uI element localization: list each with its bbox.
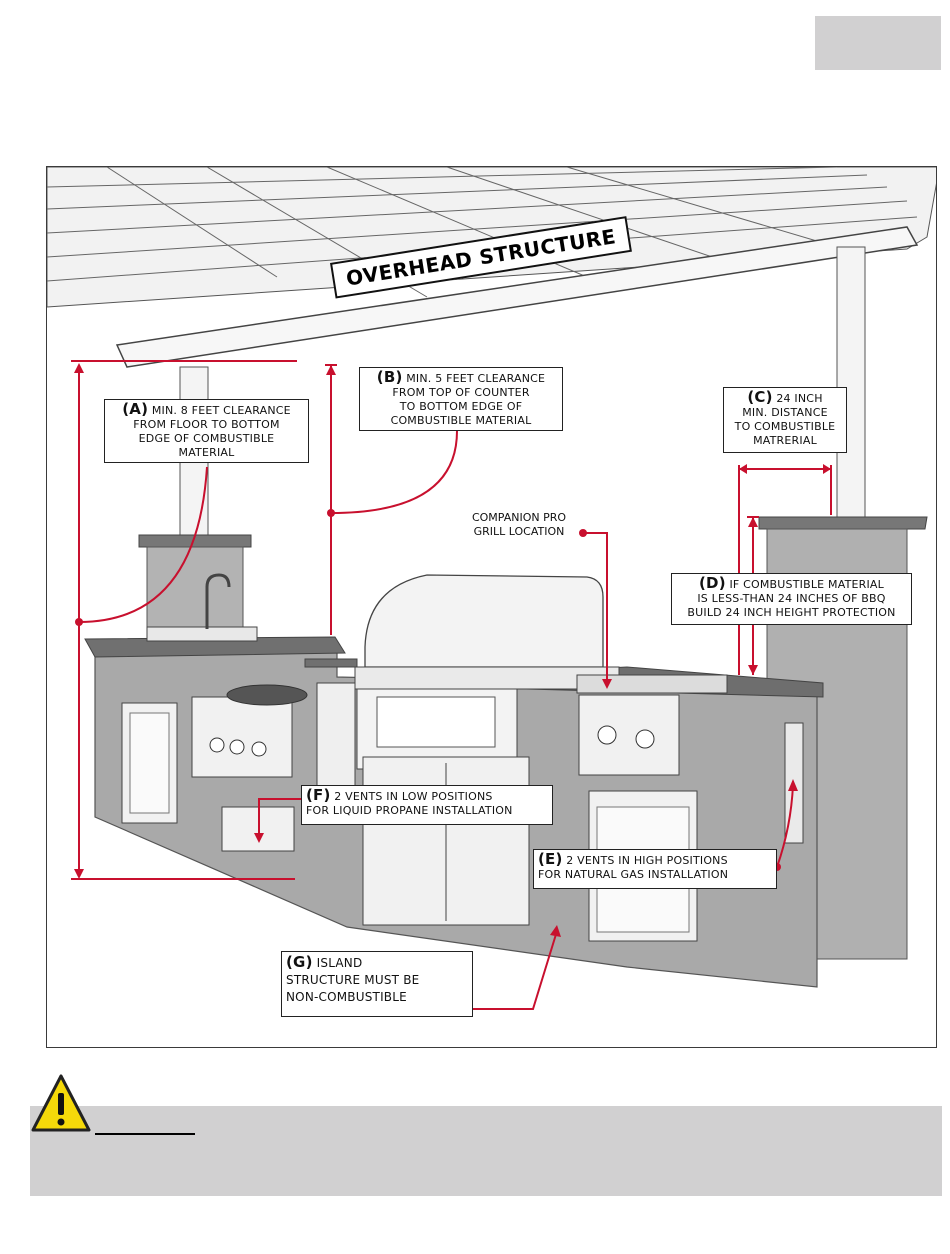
callout-e: (E) 2 VENTS IN HIGH POSITIONS FOR NATURA… [533, 849, 777, 889]
callout-d: (D) IF COMBUSTIBLE MATERIAL IS LESS-THAN… [671, 573, 912, 625]
callout-a-tag: (A) [122, 400, 149, 418]
callout-e-line2: FOR NATURAL GAS INSTALLATION [538, 868, 729, 881]
callout-f: (F) 2 VENTS IN LOW POSITIONS FOR LIQUID … [301, 785, 553, 825]
callout-b-line3: TO BOTTOM EDGE OF [399, 400, 523, 413]
callout-f-tag: (F) [306, 786, 331, 804]
callout-d-tag: (D) [698, 574, 726, 592]
callout-b-line1: MIN. 5 FEET CLEARANCE [406, 372, 546, 385]
callout-g-line3: NON-COMBUSTIBLE [286, 990, 407, 1004]
callout-a: (A) MIN. 8 FEET CLEARANCE FROM FLOOR TO … [104, 399, 309, 463]
page-tab [815, 16, 941, 70]
callout-d-line2: IS LESS-THAN 24 INCHES OF BBQ [697, 592, 886, 605]
clearance-diagram: OVERHEAD STRUCTURE (A) MIN. 8 FEET CLEAR… [46, 166, 937, 1048]
callout-c-line2: MIN. DISTANCE [742, 406, 828, 419]
callout-b-line2: FROM TOP OF COUNTER [392, 386, 530, 399]
callout-c: (C) 24 INCH MIN. DISTANCE TO COMBUSTIBLE… [723, 387, 847, 453]
callout-b-line4: COMBUSTIBLE MATERIAL [390, 414, 532, 427]
companion-line1: COMPANION PRO [471, 511, 567, 524]
callout-g-line2: STRUCTURE MUST BE [286, 973, 420, 987]
callout-c-tag: (C) [747, 388, 773, 406]
companion-grill-label: COMPANION PRO GRILL LOCATION [459, 511, 579, 539]
callout-d-line3: BUILD 24 INCH HEIGHT PROTECTION [687, 606, 896, 619]
warning-heading-underline [95, 1133, 195, 1135]
callout-g-line1: ISLAND [316, 956, 363, 970]
warning-band [30, 1106, 942, 1196]
callout-f-line2: FOR LIQUID PROPANE INSTALLATION [306, 804, 513, 817]
island-illustration [47, 167, 936, 1013]
callout-e-tag: (E) [538, 850, 563, 868]
callout-d-line1: IF COMBUSTIBLE MATERIAL [729, 578, 884, 591]
callout-b: (B) MIN. 5 FEET CLEARANCE FROM TOP OF CO… [359, 367, 563, 431]
companion-line2: GRILL LOCATION [473, 525, 565, 538]
callout-a-line4: MATERIAL [178, 446, 235, 459]
callout-c-line1: 24 INCH [776, 392, 823, 405]
callout-a-line3: EDGE OF COMBUSTIBLE [138, 432, 275, 445]
callout-a-line2: FROM FLOOR TO BOTTOM [133, 418, 280, 431]
callout-c-line4: MATRERIAL [753, 434, 817, 447]
callout-f-line1: 2 VENTS IN LOW POSITIONS [334, 790, 493, 803]
callout-a-line1: MIN. 8 FEET CLEARANCE [151, 404, 291, 417]
callout-c-line3: TO COMBUSTIBLE [734, 420, 836, 433]
callout-g-tag: (G) [286, 953, 313, 971]
warning-triangle-icon [31, 1074, 91, 1132]
callout-b-tag: (B) [376, 368, 403, 386]
callout-e-line1: 2 VENTS IN HIGH POSITIONS [566, 854, 728, 867]
callout-g: (G) ISLAND STRUCTURE MUST BE NON-COMBUST… [281, 951, 473, 1017]
